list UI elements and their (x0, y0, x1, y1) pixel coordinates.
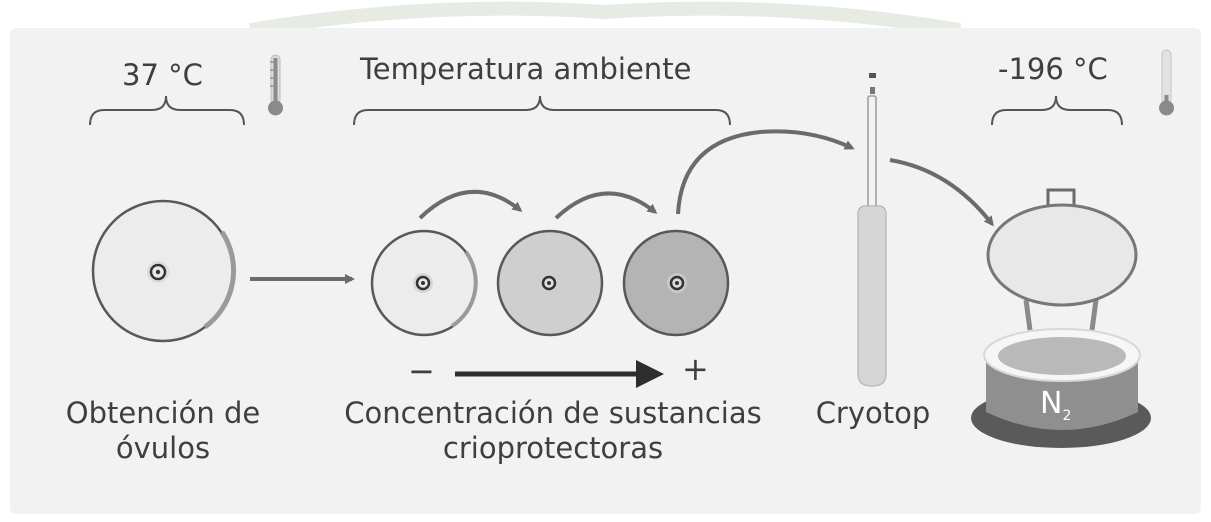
concentration-caption-line2: crioprotectoras (442, 430, 664, 465)
concentration-caption: Concentración de sustancias crioprotecto… (318, 396, 788, 466)
curved-arrow-to-tank (889, 158, 994, 227)
oocytes-caption-line1: Obtención de (65, 396, 261, 430)
oocyte-dish (91, 199, 237, 343)
gradient-minus-sign: − (408, 352, 435, 390)
body-temperature-label: 37 °C (122, 58, 203, 92)
curved-arrow-dish2-dish3 (554, 191, 658, 220)
thermometer-icon (268, 54, 283, 116)
concentration-caption-line1: Concentración de sustancias (344, 396, 762, 430)
bracket-ambient-temp (353, 95, 731, 126)
nitrogen-temperature-label: -196 °C (998, 52, 1108, 86)
curved-arrow-dish1-dish2 (418, 189, 523, 220)
cryotop-straw-icon (857, 73, 887, 387)
dish-low-concentration (370, 229, 478, 337)
thermometer-icon (1159, 49, 1174, 116)
cryotop-caption: Cryotop (815, 396, 931, 430)
bracket-cold-temp (991, 95, 1123, 126)
oocytes-caption: Obtención de óvulos (28, 396, 298, 466)
nitrogen-tank-icon (971, 188, 1151, 448)
nitrogen-symbol: N (1040, 386, 1063, 421)
watermark-logo (248, 1, 962, 30)
ambient-temperature-label: Temperatura ambiente (360, 52, 692, 86)
curved-arrow-to-cryotop (676, 129, 855, 215)
nitrogen-label: N2 (1040, 386, 1071, 425)
dish-high-concentration (622, 229, 730, 337)
oocytes-caption-line2: óvulos (115, 430, 211, 465)
bracket-body-temp (89, 95, 245, 126)
gradient-plus-sign: + (682, 350, 709, 388)
nitrogen-subscript: 2 (1062, 408, 1072, 424)
dish-medium-concentration (496, 229, 604, 337)
